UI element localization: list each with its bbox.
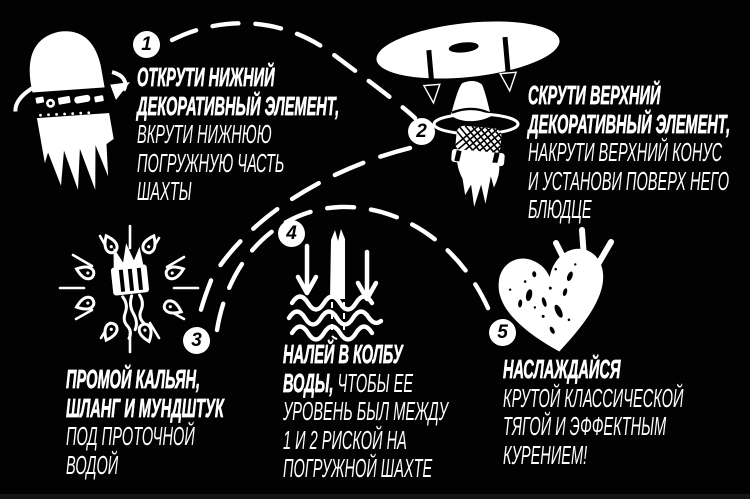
- step-2-text: СКРУТИ ВЕРХНИЙ ДЕКОРАТИВНЫЙ ЭЛЕМЕНТ, НАК…: [528, 80, 731, 224]
- heart-illustration: [498, 227, 614, 352]
- step-5-line: НАСЛАЖДАЙСЯ: [503, 354, 621, 384]
- step-4-number-badge: 4: [278, 220, 305, 247]
- step-2-number-badge: 2: [408, 118, 435, 145]
- step-2-line: БЛЮДЦЕ: [528, 194, 592, 224]
- submerged-shaft: [330, 229, 345, 299]
- step-4-line: УРОВЕНЬ БЫЛ МЕЖДУ: [283, 396, 448, 426]
- step-4-line: НАЛЕЙ В КОЛБУ: [283, 339, 403, 369]
- step-2-line: ДЕКОРАТИВНЫЙ ЭЛЕМЕНТ,: [528, 108, 731, 139]
- step-3-number-badge: 3: [183, 327, 210, 354]
- step-3-text: ПРОМОЙ КАЛЬЯН, ШЛАНГ И МУНДШТУК ПОД ПРОТ…: [66, 365, 224, 479]
- threaded-drum: [451, 125, 505, 207]
- down-arrow-icon-right: [499, 36, 518, 93]
- mouthpiece-center: [110, 243, 150, 340]
- step-4-line-light-part: ЧТОБЫ ЕЕ: [337, 367, 414, 398]
- emphasis-strokes: [553, 227, 614, 269]
- rotation-arrowhead-right: [110, 82, 131, 100]
- step-4-line: ВОДЫ,ЧТОБЫ ЕЕ: [283, 367, 448, 398]
- heart-grunge-texture: [508, 263, 577, 334]
- step-3-line: ШЛАНГ И МУНДШТУК: [66, 392, 224, 423]
- step-1-line: ВКРУТИ НИЖНЮЮ: [137, 119, 272, 149]
- drip-strands: [121, 293, 145, 340]
- decorative-band: [30, 87, 112, 119]
- step-3-line: ПРОМОЙ КАЛЬЯН,: [66, 364, 201, 394]
- saucer-hole: [448, 42, 479, 53]
- step-2-line: СКРУТИ ВЕРХНИЙ: [528, 80, 661, 110]
- step-1-number-badge: 1: [133, 31, 160, 58]
- step-5-line: КУРЕНИЕМ!: [503, 439, 588, 470]
- step-5-number-badge: 5: [489, 319, 516, 346]
- step-3-line: ПОД ПРОТОЧНОЙ: [66, 421, 195, 451]
- step-4-line: ПОГРУЖНОЙ ШАХТЕ: [283, 453, 433, 483]
- heart-shape: [498, 248, 604, 352]
- upper-cone: [450, 81, 491, 122]
- crown-top: [113, 243, 144, 270]
- step-2-line: И УСТАНОВИ ПОВЕРХ НЕГО: [528, 165, 730, 196]
- rotation-arrowhead-top: [62, 66, 86, 86]
- step-5-text: НАСЛАЖДАЙСЯ КРУТОЙ КЛАССИЧЕСКОЙ ТЯГОЙ И …: [503, 354, 684, 470]
- shaft-bottom-illustration: [13, 31, 131, 190]
- step-1-line: ДЕКОРАТИВНЫЙ ЭЛЕМЕНТ,: [137, 90, 340, 121]
- pour-arrow-icon-right: [355, 249, 379, 302]
- shaft-torn-bottom: [457, 161, 500, 207]
- band-markings: [35, 94, 104, 117]
- step-4-line-bold-part: ВОДЫ,: [283, 367, 334, 398]
- rinse-splash-illustration: [58, 224, 200, 354]
- step-5-line: КРУТОЙ КЛАССИЧЕСКОЙ: [503, 382, 684, 413]
- step-4-text: НАЛЕЙ В КОЛБУ ВОДЫ,ЧТОБЫ ЕЕ УРОВЕНЬ БЫЛ …: [283, 340, 448, 483]
- water-waves: [286, 294, 384, 342]
- step-1-line: ОТКРУТИ НИЖНИЙ: [137, 62, 275, 92]
- bottom-edge-strip: [0, 494, 750, 499]
- step-1-line: ПОГРУЖНУЮ ЧАСТЬ: [137, 147, 285, 178]
- step-3-line: ВОДОЙ: [66, 449, 119, 480]
- saucer-assembly-illustration: [376, 21, 560, 207]
- pour-arrow-icon-left: [295, 243, 319, 296]
- step-1-line: ШАХТЫ: [137, 176, 192, 206]
- down-arrow-icon-left: [422, 49, 441, 105]
- step-4-line: 1 И 2 РИСКОЙ НА: [283, 424, 407, 455]
- step-1-text: ОТКРУТИ НИЖНИЙ ДЕКОРАТИВНЫЙ ЭЛЕМЕНТ, ВКР…: [137, 62, 340, 206]
- water-droplets: [74, 233, 186, 344]
- step-2-line: НАКРУТИ ВЕРХНИЙ КОНУС: [528, 137, 723, 167]
- step-5-line: ТЯГОЙ И ЭФФЕКТНЫМ: [503, 411, 667, 441]
